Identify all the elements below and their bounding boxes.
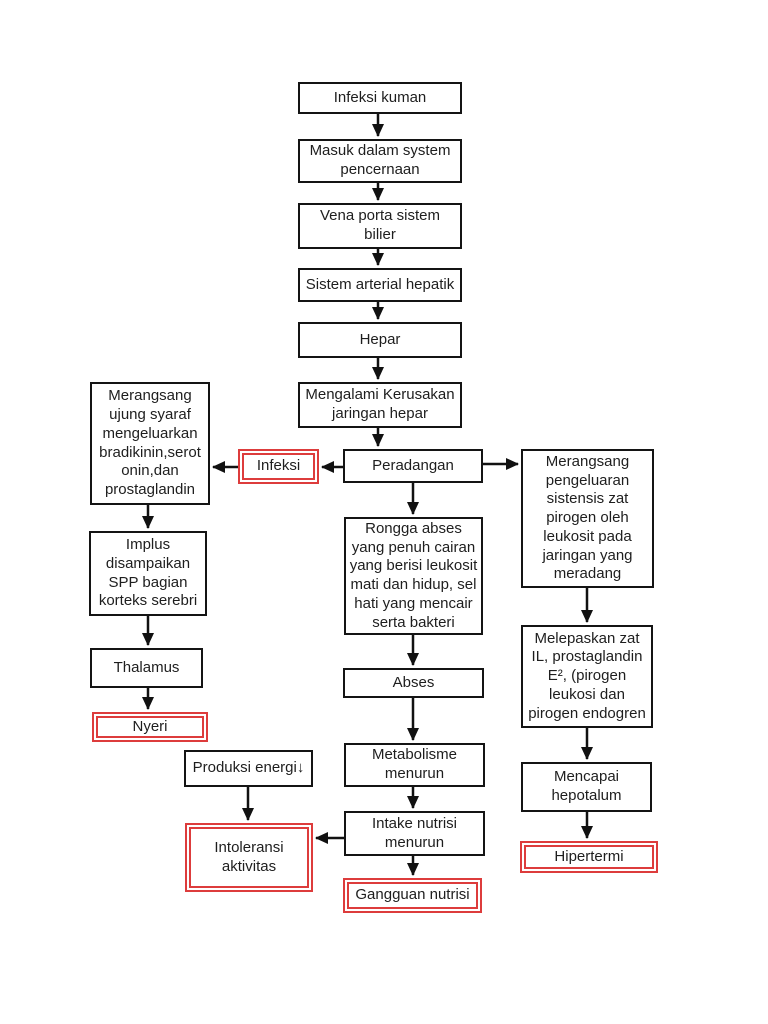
node-label-produksi-energi: Produksi energi↓	[192, 759, 305, 777]
node-label-intake-nutrisi: Intake nutrisi menurun	[371, 814, 458, 851]
node-label-metabolisme: Metabolisme menurun	[371, 746, 458, 782]
node-label-merangsang-pirogen: Merangsang pengeluaran sistensis zat pir…	[542, 452, 633, 583]
node-metabolisme: Metabolisme menurun	[344, 743, 485, 787]
node-label-mencapai-hepotalum: Mencapai hepotalum	[551, 768, 622, 804]
node-kerusakan-jaringan: Mengalami Kerusakan jaringan hepar	[298, 382, 462, 428]
node-gangguan-nutrisi: Gangguan nutrisi	[343, 878, 482, 913]
node-masuk-sistem: Masuk dalam system pencernaan	[298, 139, 462, 183]
node-label-gangguan-nutrisi: Gangguan nutrisi	[347, 882, 478, 909]
node-peradangan: Peradangan	[343, 449, 483, 483]
node-intoleransi: Intoleransi aktivitas	[185, 823, 313, 892]
node-label-vena-porta: Vena porta sistem bilier	[319, 207, 441, 243]
node-label-infeksi: Infeksi	[242, 453, 315, 480]
node-label-kerusakan-jaringan: Mengalami Kerusakan jaringan hepar	[305, 386, 455, 422]
node-intake-nutrisi: Intake nutrisi menurun	[344, 811, 485, 856]
node-nyeri: Nyeri	[92, 712, 208, 742]
node-mencapai-hepotalum: Mencapai hepotalum	[521, 762, 652, 812]
node-merangsang-pirogen: Merangsang pengeluaran sistensis zat pir…	[521, 449, 654, 588]
node-label-peradangan: Peradangan	[372, 456, 454, 474]
node-label-nyeri: Nyeri	[96, 716, 204, 738]
node-label-hipertermi: Hipertermi	[524, 845, 654, 869]
node-label-rongga-abses: Rongga abses yang penuh cairan yang beri…	[349, 519, 478, 631]
node-label-intoleransi: Intoleransi aktivitas	[189, 827, 309, 888]
node-sistem-arterial: Sistem arterial hepatik	[298, 268, 462, 302]
node-label-thalamus: Thalamus	[113, 658, 180, 676]
node-hepar: Hepar	[298, 322, 462, 358]
node-label-masuk-sistem: Masuk dalam system pencernaan	[309, 142, 451, 178]
node-abses: Abses	[343, 668, 484, 698]
node-infeksi-kuman: Infeksi kuman	[298, 82, 462, 114]
node-implus-spp: Implus disampaikan SPP bagian korteks se…	[89, 531, 207, 616]
node-merangsang-syaraf: Merangsang ujung syaraf mengeluarkan bra…	[90, 382, 210, 505]
node-rongga-abses: Rongga abses yang penuh cairan yang beri…	[344, 517, 483, 635]
node-thalamus: Thalamus	[90, 648, 203, 688]
node-label-sistem-arterial: Sistem arterial hepatik	[305, 275, 455, 293]
node-hipertermi: Hipertermi	[520, 841, 658, 873]
node-label-hepar: Hepar	[359, 330, 401, 348]
node-produksi-energi: Produksi energi↓	[184, 750, 313, 787]
node-label-melepaskan-zat: Melepaskan zat IL, prostaglandin E², (pi…	[528, 629, 646, 722]
node-label-infeksi-kuman: Infeksi kuman	[333, 88, 427, 106]
node-melepaskan-zat: Melepaskan zat IL, prostaglandin E², (pi…	[521, 625, 653, 728]
node-vena-porta: Vena porta sistem bilier	[298, 203, 462, 249]
node-label-merangsang-syaraf: Merangsang ujung syaraf mengeluarkan bra…	[99, 387, 201, 498]
node-infeksi: Infeksi	[238, 449, 319, 484]
node-label-abses: Abses	[392, 673, 435, 691]
node-label-implus-spp: Implus disampaikan SPP bagian korteks se…	[98, 536, 198, 610]
